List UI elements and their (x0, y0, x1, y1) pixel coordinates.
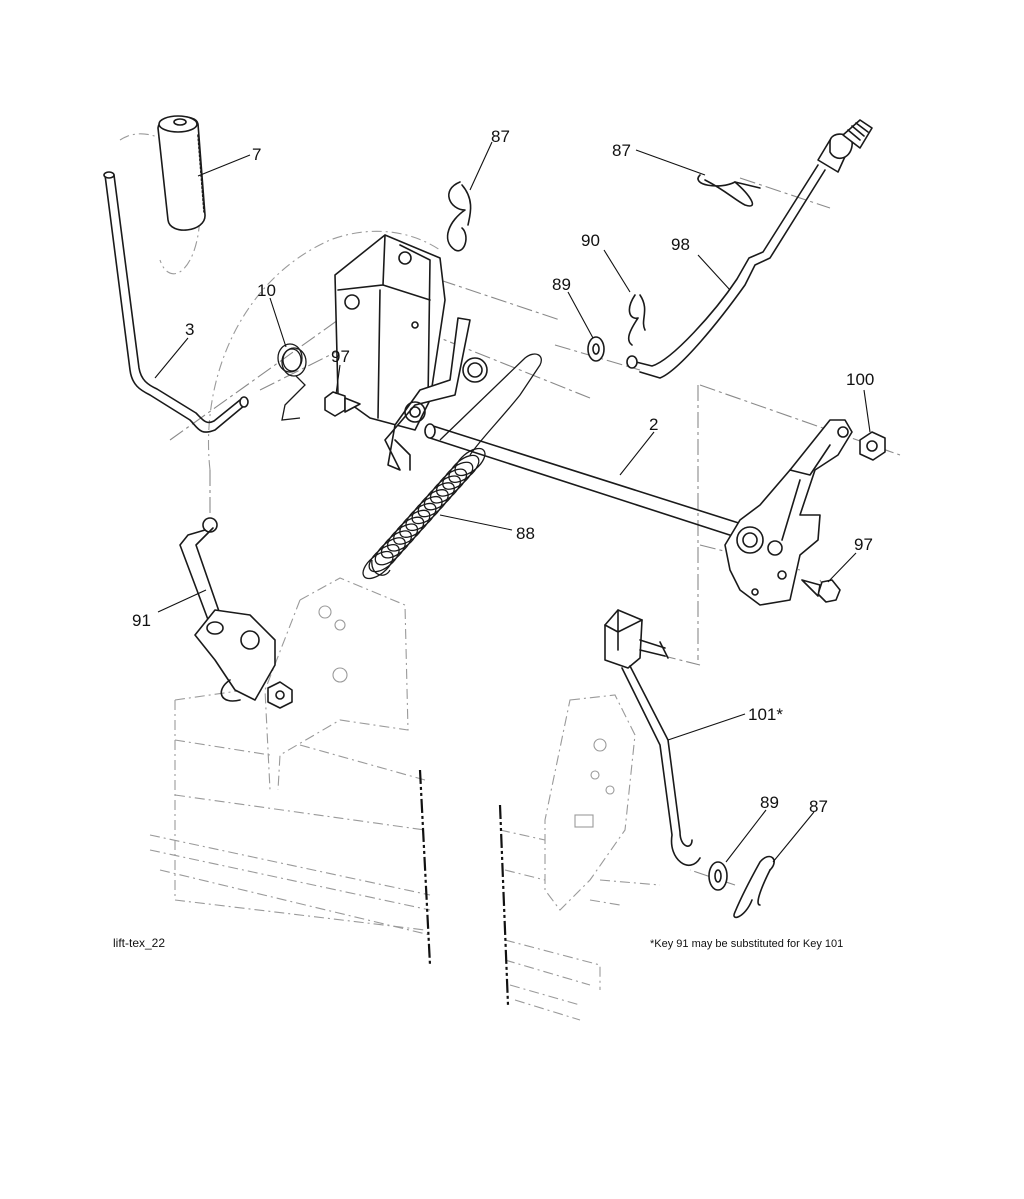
bolt-left (324, 391, 361, 417)
callout-98: 98 (671, 235, 690, 254)
extension-spring (362, 353, 542, 580)
callout-100: 100 (846, 370, 874, 389)
callout-89-bottom: 89 (760, 793, 779, 812)
leader-lines (154, 141, 871, 863)
callout-2: 2 (649, 415, 658, 434)
left-deck-bracket-phantom (149, 577, 432, 966)
drawing-id: lift-tex_22 (113, 936, 165, 950)
hair-pin-right (697, 174, 761, 207)
callout-97-left: 97 (331, 347, 350, 366)
right-lift-arm (724, 419, 853, 606)
handle-grip (157, 115, 206, 231)
right-deck-bracket-phantom (498, 694, 661, 1021)
hair-pin-top (446, 181, 472, 252)
adjuster-rod (626, 119, 873, 379)
callout-7: 7 (252, 145, 261, 164)
washer-upper (587, 336, 605, 362)
callout-87-bottom: 87 (809, 797, 828, 816)
cotter-pin (627, 294, 646, 346)
pivot-bracket (334, 234, 488, 471)
callout-87-right: 87 (612, 141, 631, 160)
left-lift-link (179, 517, 293, 709)
callout-97-right: 97 (854, 535, 873, 554)
callout-labels: 7 87 87 90 98 89 10 3 97 2 100 88 97 91 … (132, 127, 874, 816)
hex-nut (859, 431, 886, 461)
callout-10: 10 (257, 281, 276, 300)
torsion-spring (277, 343, 307, 421)
right-lift-link (604, 609, 701, 866)
callout-101: 101* (748, 705, 783, 724)
callout-91: 91 (132, 611, 151, 630)
lift-lever (103, 171, 249, 433)
footnote: *Key 91 may be substituted for Key 101 (650, 938, 843, 950)
washer-lower (708, 861, 728, 891)
bolt-right (801, 579, 841, 603)
callout-87-top: 87 (491, 127, 510, 146)
callout-3: 3 (185, 320, 194, 339)
callout-89-top: 89 (552, 275, 571, 294)
hair-pin-bottom (733, 855, 775, 919)
callout-90: 90 (581, 231, 600, 250)
callout-88: 88 (516, 524, 535, 543)
lift-shaft (424, 423, 746, 540)
